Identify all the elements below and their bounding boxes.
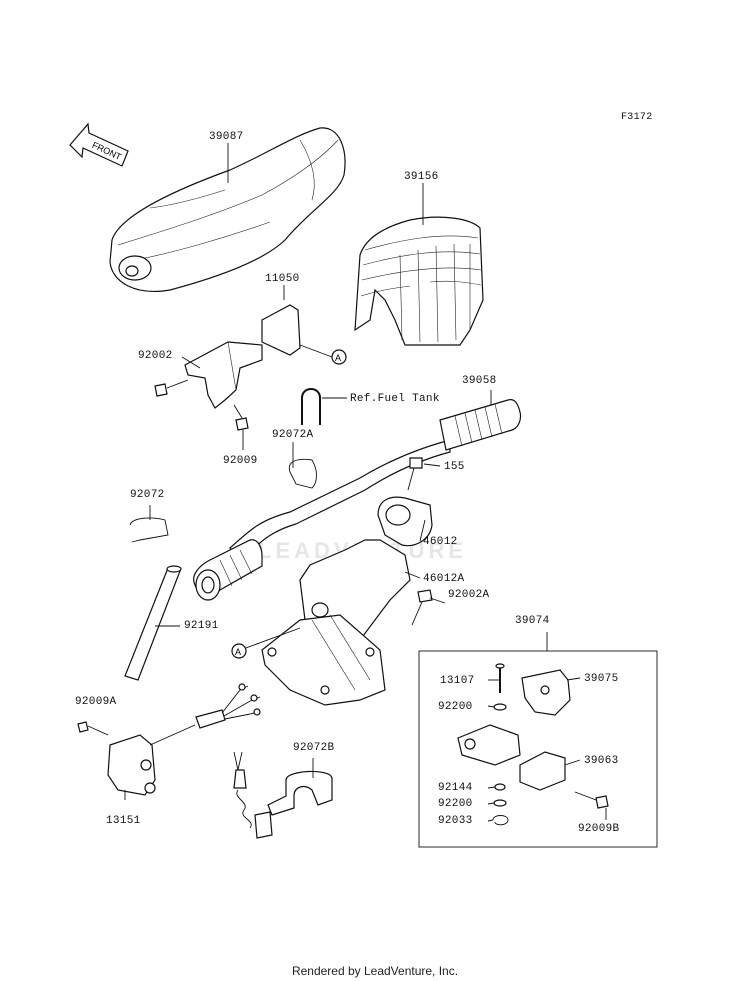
strap-92072a-icon bbox=[288, 458, 317, 489]
pin-13107-icon bbox=[495, 663, 505, 693]
assembly-39074-box bbox=[418, 650, 658, 848]
strap-92072-icon bbox=[129, 517, 169, 543]
clamp-92072b-part bbox=[267, 770, 333, 816]
label-92009B: 92009B bbox=[578, 823, 620, 835]
label-92002: 92002 bbox=[138, 350, 173, 362]
callout-a-lower: A bbox=[231, 627, 301, 659]
label-92144: 92144 bbox=[438, 782, 473, 794]
label-92072B: 92072B bbox=[293, 742, 335, 754]
block-39063-part bbox=[519, 751, 566, 791]
washer-92200-bottom-icon bbox=[493, 799, 507, 807]
label-92072A: 92072A bbox=[272, 429, 314, 441]
footer-credit: Rendered by LeadVenture, Inc. bbox=[291, 964, 459, 978]
svg-text:A: A bbox=[335, 353, 341, 363]
label-39074: 39074 bbox=[515, 615, 550, 627]
bracket-39075-part bbox=[521, 669, 571, 716]
bolt-155-icon bbox=[407, 457, 423, 491]
tube-92191-part bbox=[124, 567, 181, 681]
callout-a-upper: A bbox=[299, 344, 347, 365]
switch-13151-part bbox=[107, 683, 261, 796]
svg-text:A: A bbox=[235, 647, 241, 657]
label-39075: 39075 bbox=[584, 673, 619, 685]
label-92009: 92009 bbox=[223, 455, 258, 467]
figure-code: F3172 bbox=[621, 112, 653, 123]
clip-92033-icon bbox=[492, 815, 509, 826]
label-92191: 92191 bbox=[184, 620, 219, 632]
label-92200-bottom: 92200 bbox=[438, 798, 473, 810]
washer-92200-top-icon bbox=[493, 703, 507, 711]
label-92072: 92072 bbox=[130, 489, 165, 501]
label-46012A: 46012A bbox=[423, 573, 465, 585]
cover-part bbox=[354, 216, 484, 346]
hose-clip-icon bbox=[301, 388, 321, 425]
label-11050: 11050 bbox=[265, 273, 300, 285]
label-92002A: 92002A bbox=[448, 589, 490, 601]
label-39087: 39087 bbox=[209, 131, 244, 143]
bolt-92009b-icon bbox=[574, 791, 609, 809]
lanyard-part bbox=[233, 751, 273, 839]
steering-column-part bbox=[261, 539, 411, 706]
label-39156: 39156 bbox=[404, 171, 439, 183]
bolt-92002-icon bbox=[154, 379, 189, 397]
label-155: 155 bbox=[444, 461, 465, 473]
spring-92144-icon bbox=[494, 783, 506, 791]
label-13107: 13107 bbox=[440, 675, 475, 687]
bolt-92009a-icon bbox=[77, 721, 109, 736]
clamp-upper-part bbox=[377, 496, 433, 547]
handlebar-part bbox=[193, 399, 522, 601]
label-92200-top: 92200 bbox=[438, 701, 473, 713]
ref-fuel-tank-note: Ref.Fuel Tank bbox=[350, 393, 440, 405]
bolt-92002a-icon bbox=[411, 589, 433, 626]
leader-lines bbox=[124, 143, 607, 822]
label-92009A: 92009A bbox=[75, 696, 117, 708]
label-13151: 13151 bbox=[106, 815, 141, 827]
label-92033: 92033 bbox=[438, 815, 473, 827]
front-arrow-icon: FRONT bbox=[69, 122, 129, 167]
holder-part bbox=[457, 724, 521, 766]
label-39058: 39058 bbox=[462, 375, 497, 387]
label-46012: 46012 bbox=[423, 536, 458, 548]
bolt-92009-icon bbox=[233, 404, 249, 431]
bracket-part bbox=[184, 304, 301, 409]
label-39063: 39063 bbox=[584, 755, 619, 767]
seat-part bbox=[109, 127, 346, 292]
